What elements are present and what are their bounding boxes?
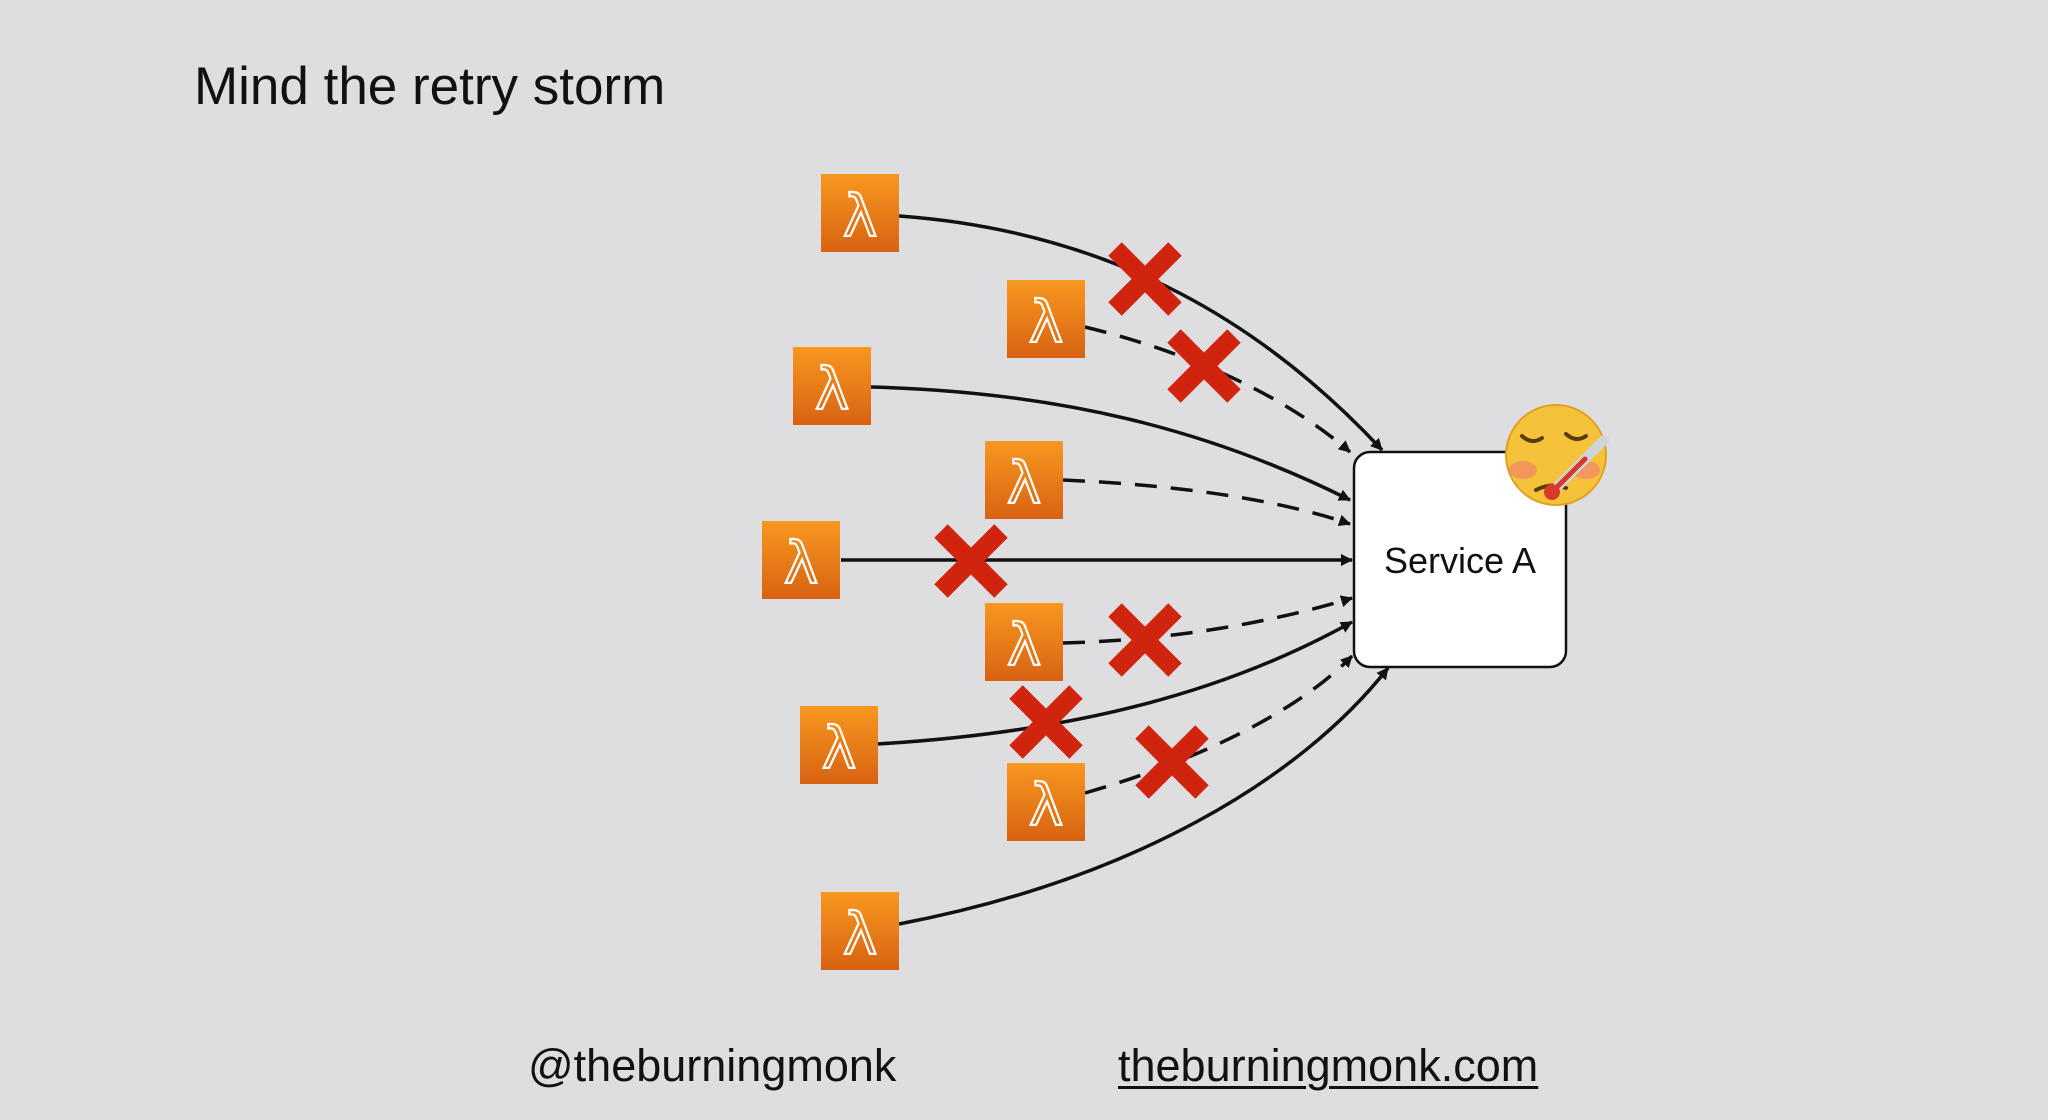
lambda-icon: λ	[1007, 280, 1085, 358]
lambda-icon: λ	[985, 603, 1063, 681]
retry-arrow-bottom	[1084, 654, 1354, 795]
invocation-arrow-bottom	[898, 666, 1390, 926]
service-label: Service A	[1384, 540, 1536, 581]
footer-website-link[interactable]: theburningmonk.com	[1118, 1040, 1539, 1091]
lambda-icon: λ	[821, 892, 899, 970]
failure-cross-icon	[1135, 725, 1209, 799]
lambda-icon: λ	[821, 174, 899, 252]
failure-cross-icon	[1108, 603, 1182, 677]
slide-title: Mind the retry storm	[194, 57, 666, 116]
invocation-arrow-top	[898, 214, 1384, 452]
lambda-icon: λ	[800, 706, 878, 784]
face-with-thermometer-icon	[1505, 404, 1609, 506]
failure-cross-icon	[1108, 242, 1182, 316]
failure-markers	[934, 242, 1241, 799]
retry-arrow-upper	[1084, 325, 1352, 454]
failure-cross-icon	[934, 524, 1008, 598]
invocation-arrow-sixth	[876, 620, 1353, 746]
service-node: Service A	[1352, 450, 1568, 669]
lambda-glyph: λ	[843, 182, 877, 250]
failure-cross-icon	[1167, 329, 1241, 403]
lambda-glyph: λ	[843, 900, 877, 968]
retry-arrow-middle	[1062, 478, 1351, 527]
connections	[841, 214, 1390, 926]
lambda-glyph: λ	[815, 355, 849, 423]
lambda-glyph: λ	[1007, 449, 1041, 517]
lambda-glyph: λ	[1029, 288, 1063, 356]
retry-arrow-lower	[1062, 595, 1353, 645]
lambda-icon: λ	[793, 347, 871, 425]
lambda-glyph: λ	[1029, 771, 1063, 839]
footer-twitter-handle: @theburningmonk	[528, 1040, 897, 1091]
failure-cross-icon	[1009, 685, 1083, 759]
lambda-functions: λ λ λ λ λ λ λ λ λ	[762, 174, 1085, 970]
lambda-icon: λ	[1007, 763, 1085, 841]
lambda-glyph: λ	[822, 714, 856, 782]
service-box	[1352, 450, 1568, 669]
lambda-icon: λ	[985, 441, 1063, 519]
lambda-glyph: λ	[784, 529, 818, 597]
lambda-glyph: λ	[1007, 611, 1041, 679]
lambda-icon: λ	[762, 521, 840, 599]
invocation-arrow-second	[870, 385, 1351, 502]
